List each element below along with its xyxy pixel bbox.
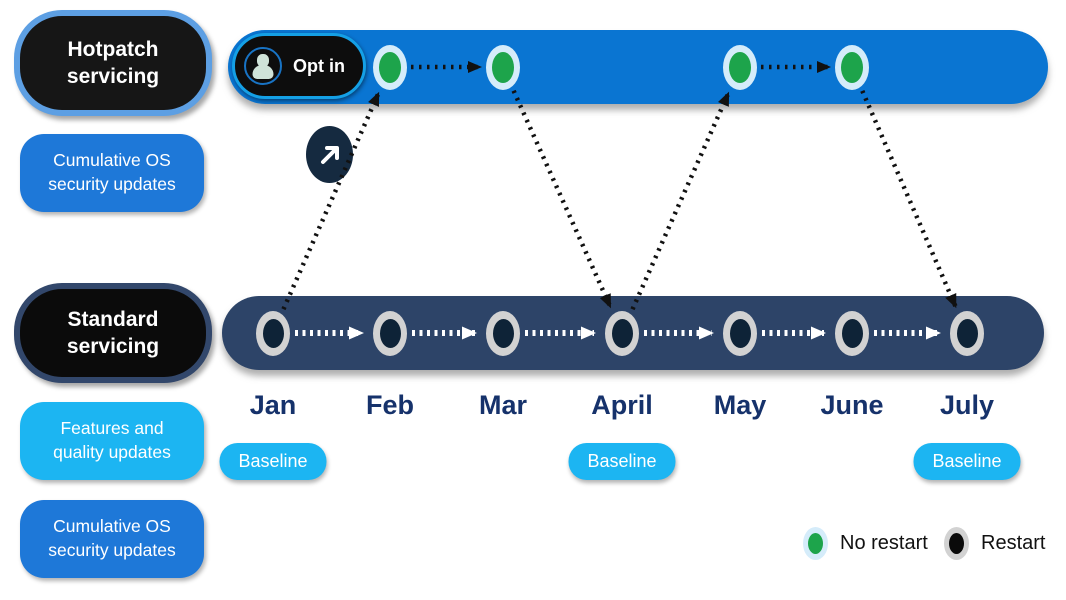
restart-dot-feb (373, 311, 407, 356)
no-restart-dot-core (729, 52, 751, 83)
restart-dot-core (729, 319, 751, 348)
arrow-up-right-icon (306, 126, 353, 183)
legend-restart: Restart (944, 527, 1045, 560)
baseline-badge-april: Baseline (568, 443, 676, 480)
restart-dot-april (605, 311, 639, 356)
month-label-jan: Jan (249, 390, 297, 420)
baseline-badge-jan: Baseline (219, 443, 327, 480)
restart-dot-icon (944, 527, 969, 560)
no-restart-dot-june (835, 45, 869, 90)
standard-servicing-label: Standard servicing (14, 283, 212, 383)
month-label-feb: Feb (365, 390, 415, 420)
restart-dot-core (611, 319, 633, 348)
opt-in-label: Opt in (293, 55, 345, 76)
legend-no-restart-label: No restart (840, 532, 928, 554)
month-label-may: May (713, 390, 767, 420)
restart-dot-may (723, 311, 757, 356)
restart-dot-core (492, 319, 514, 348)
legend-no-restart: No restart (803, 527, 928, 560)
restart-dot-core (841, 319, 863, 348)
arrow-april-to-may (630, 91, 731, 311)
baseline-badge-july: Baseline (913, 443, 1021, 480)
arrow-june-to-july (860, 89, 958, 309)
opt-in-button[interactable]: Opt in (232, 33, 366, 99)
month-label-april: April (591, 390, 653, 420)
restart-dot-core (262, 319, 284, 348)
restart-dot-mar (486, 311, 520, 356)
restart-dot-july (950, 311, 984, 356)
month-label-july: July (939, 390, 995, 420)
no-restart-dot-core (379, 52, 401, 83)
restart-dot-core (956, 319, 978, 348)
no-restart-dot-core (841, 52, 863, 83)
arrow-mar-to-april (511, 89, 613, 309)
no-restart-dot-icon (803, 527, 828, 560)
features-quality-updates-label: Features and quality updates (20, 402, 204, 480)
standard-cumulative-os-label: Cumulative OS security updates (20, 500, 204, 578)
legend-restart-label: Restart (981, 532, 1046, 554)
restart-dot-jan (256, 311, 290, 356)
no-restart-dot-core (492, 52, 514, 83)
restart-dot-june (835, 311, 869, 356)
no-restart-dot-mar (486, 45, 520, 90)
month-label-june: June (820, 390, 884, 420)
month-label-mar: Mar (478, 390, 528, 420)
no-restart-dot-feb (373, 45, 407, 90)
hotpatch-cumulative-os-label: Cumulative OS security updates (20, 134, 204, 212)
no-restart-dot-may (723, 45, 757, 90)
person-icon (244, 47, 282, 85)
hotpatch-servicing-label: Hotpatch servicing (14, 10, 212, 116)
restart-dot-core (379, 319, 401, 348)
